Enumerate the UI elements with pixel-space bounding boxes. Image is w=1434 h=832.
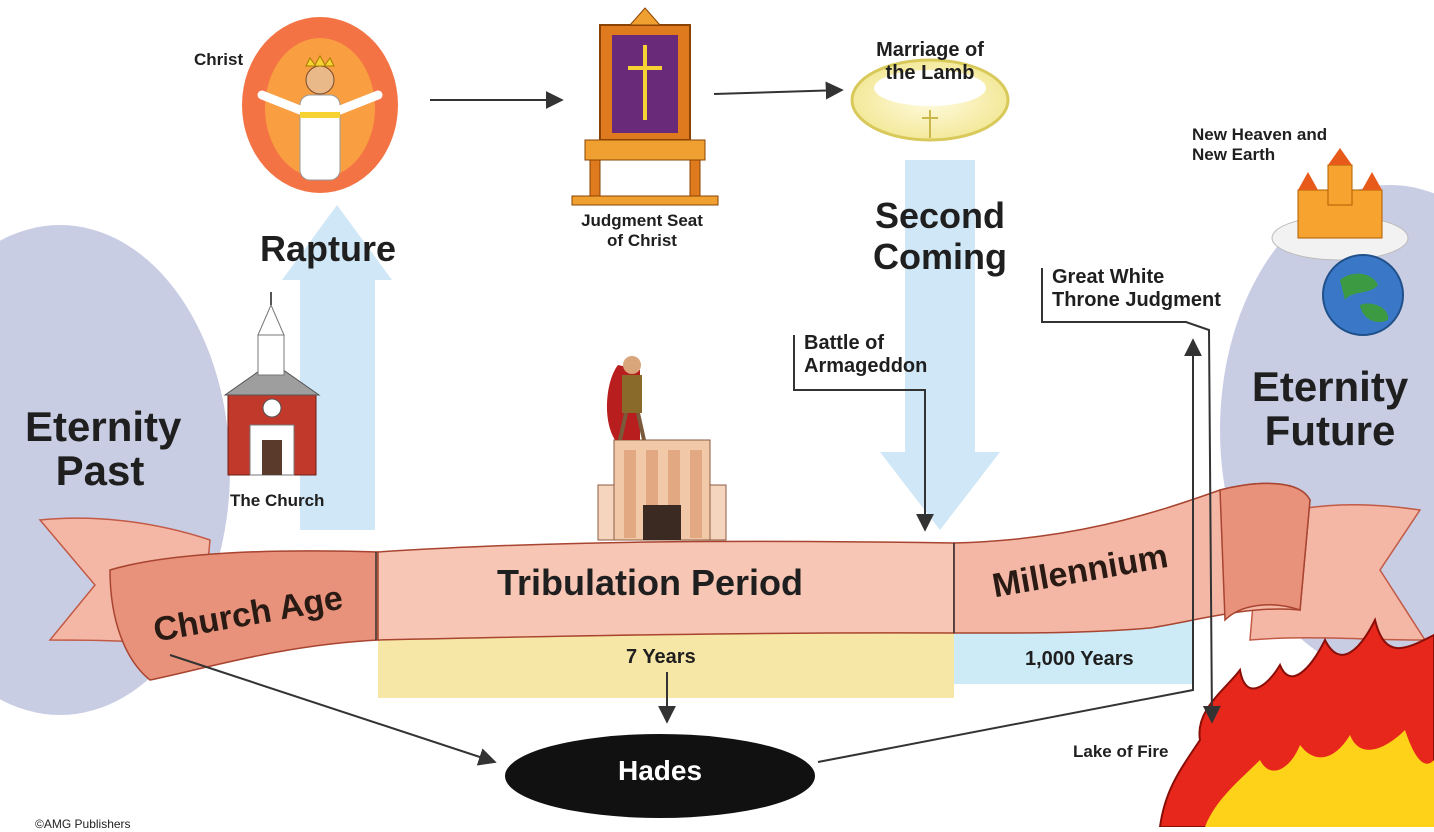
second-coming-line-1: Second	[874, 195, 1006, 236]
marriage-lamb-line-2: the Lamb	[885, 62, 975, 84]
banner-right-fold	[1219, 482, 1311, 622]
arrow-throne-to-marriage	[713, 81, 844, 100]
bracket-great-white-throne	[1041, 268, 1221, 724]
great-white-throne-line-1: Great White	[1052, 266, 1165, 288]
hades-label: Hades	[617, 755, 703, 786]
arrow-hades-to-throne	[817, 338, 1202, 763]
eternity-future-line-2: Future	[1264, 407, 1396, 455]
christ-label: Christ	[194, 50, 244, 69]
judgment-seat-throne	[571, 7, 719, 206]
lake-of-fire-flames	[1158, 617, 1434, 827]
marriage-lamb-label: Marriage of the Lamb	[855, 39, 1005, 85]
second-coming-arrow	[880, 160, 1000, 530]
the-church-label: The Church	[230, 491, 325, 510]
new-heaven-line-1: New Heaven and	[1192, 125, 1328, 144]
arrow-church-age-to-hades	[169, 654, 497, 766]
great-white-throne-label: Great White Throne Judgment	[1052, 266, 1221, 312]
thousand-years-label: 1,000 Years	[1025, 648, 1134, 670]
lake-of-fire-label: Lake of Fire	[1073, 742, 1169, 761]
eternity-future-line-1: Eternity	[1251, 363, 1409, 410]
new-heaven-castle	[1271, 148, 1409, 261]
battle-armageddon-line-1: Battle of	[804, 332, 884, 354]
eternity-past-label: Eternity Past	[25, 403, 182, 495]
second-coming-line-2: Coming	[873, 236, 1007, 278]
seven-years-label: 7 Years	[626, 646, 696, 668]
great-white-throne-line-2: Throne Judgment	[1052, 289, 1221, 311]
banner-church-age	[109, 550, 379, 681]
battle-armageddon-label: Battle of Armageddon	[804, 332, 927, 378]
rapture-label: Rapture	[260, 228, 397, 269]
antichrist-platform	[597, 356, 727, 541]
hades-oval	[505, 734, 815, 818]
eternity-future-label: Eternity Future	[1245, 363, 1415, 455]
judgment-seat-line-2: of Christ	[607, 230, 677, 250]
wedding-ring	[850, 58, 1010, 142]
marriage-lamb-line-1: Marriage of	[876, 39, 984, 61]
tribulation-period-label: Tribulation Period	[497, 562, 804, 603]
new-heaven-label: New Heaven and New Earth	[1192, 125, 1327, 164]
eternity-past-line-1: Eternity	[25, 403, 182, 450]
judgment-seat-line-1: Judgment Seat	[581, 211, 703, 230]
second-coming-label: Second Coming	[860, 195, 1020, 278]
new-earth-globe	[1322, 254, 1404, 336]
battle-armageddon-line-2: Armageddon	[804, 355, 928, 377]
eternity-past-line-2: Past	[55, 447, 145, 495]
christ-figure	[242, 17, 398, 193]
judgment-seat-label: Judgment Seat of Christ	[562, 211, 722, 250]
new-heaven-line-2: New Earth	[1192, 144, 1276, 164]
bracket-armageddon	[793, 335, 934, 532]
church-building	[223, 292, 321, 476]
publisher-credit: ©AMG Publishers	[35, 817, 131, 831]
